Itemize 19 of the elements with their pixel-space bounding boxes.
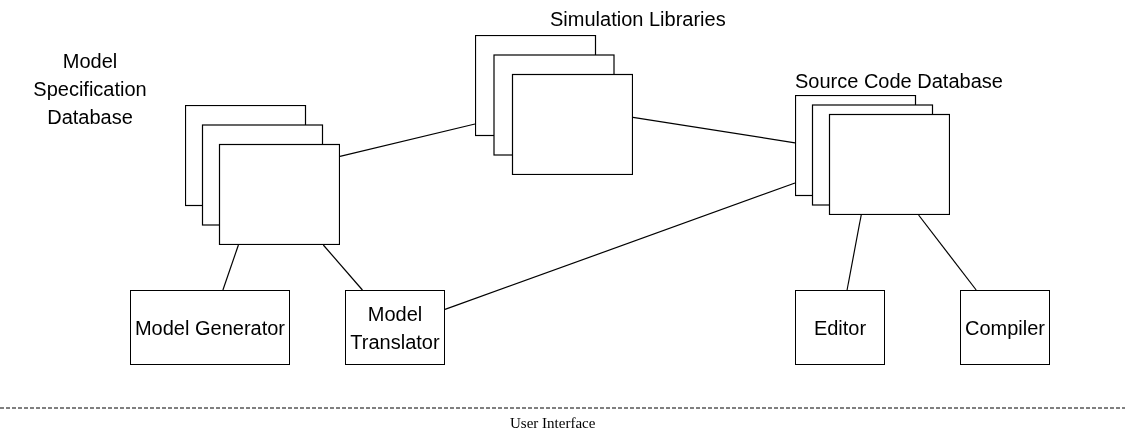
- connector-line: [444, 182, 796, 311]
- connector-line: [339, 123, 476, 157]
- connector-line: [846, 214, 862, 291]
- box-label: Model Generator: [134, 315, 286, 341]
- section-label: User Interface: [510, 414, 596, 433]
- box-label: Compiler: [965, 315, 1045, 341]
- component-box: [345, 290, 445, 365]
- connector-line: [322, 244, 364, 291]
- stack-heading: Source Code Database: [795, 69, 1003, 94]
- connector-line: [632, 116, 796, 144]
- box-label: Editor: [813, 315, 867, 341]
- component-box: [960, 290, 1050, 365]
- component-box: [795, 290, 885, 365]
- connector-line: [918, 214, 977, 291]
- box-label: Model Translator: [349, 301, 441, 355]
- connector-line: [222, 244, 239, 291]
- stack-heading: Simulation Libraries: [550, 7, 726, 32]
- stack-heading: Model Specification Database: [32, 49, 148, 130]
- component-box: [130, 290, 290, 365]
